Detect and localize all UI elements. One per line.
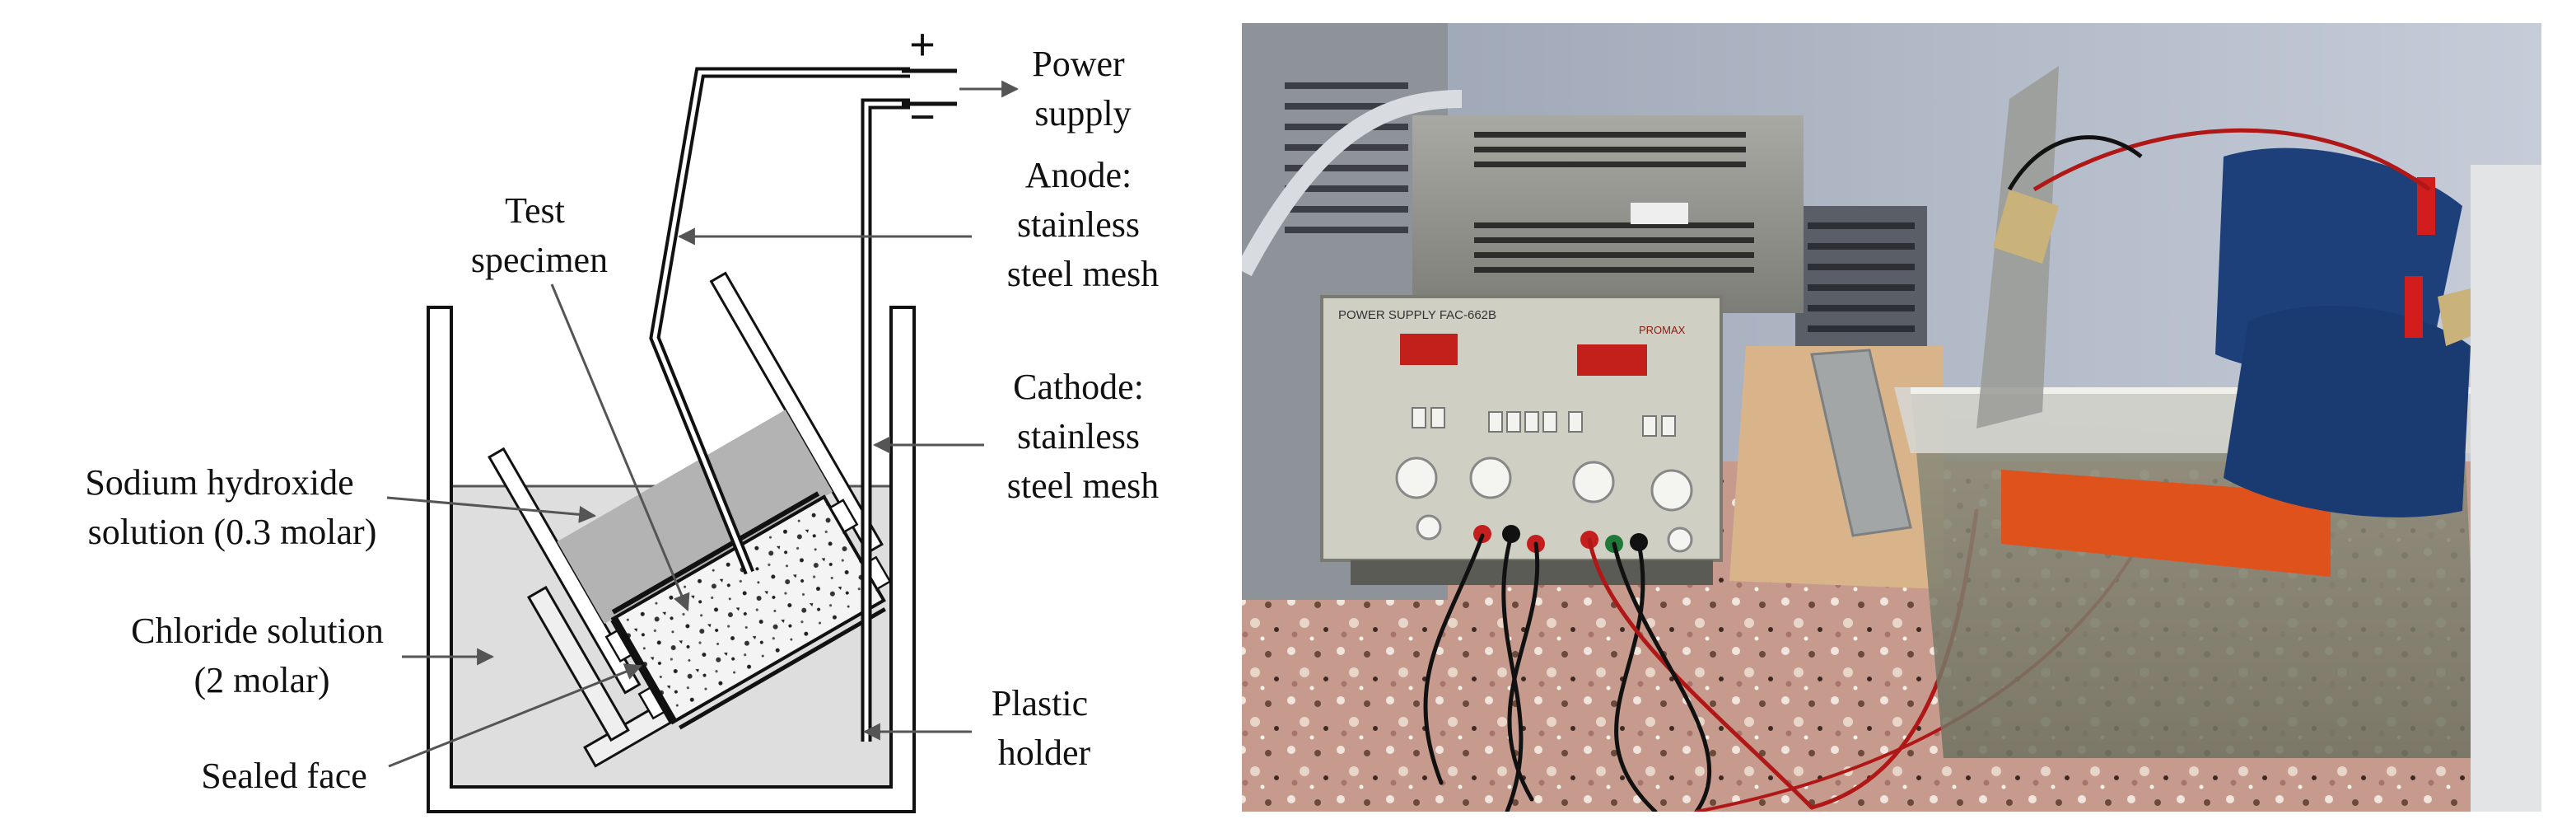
stone-block	[1810, 349, 1912, 537]
plus-sign: +	[909, 20, 936, 69]
test-specimen-pointer	[550, 283, 690, 611]
label-plastic-holder-line2: holder	[998, 733, 1091, 773]
label-power-supply-line1: Power	[1032, 44, 1125, 84]
cathode-mesh	[679, 607, 886, 730]
label-test-specimen: Test specimen	[471, 190, 608, 280]
label-plastic-holder-line1: Plastic	[992, 683, 1088, 723]
label-anode-line1: Anode:	[1025, 155, 1132, 195]
sealed-face	[610, 616, 678, 724]
anode-mesh	[611, 491, 820, 615]
photo-panel: POWER SUPPLY FAC-662B PROMAX	[1242, 23, 2541, 812]
label-chloride-line1: Chloride solution	[131, 611, 384, 651]
knob-3	[1572, 461, 1615, 503]
power-supply-unit: POWER SUPPLY FAC-662B PROMAX	[1320, 115, 1804, 585]
knob-1	[1395, 456, 1438, 499]
plastic-tub	[1894, 66, 2508, 758]
label-anode-line3: steel mesh	[1007, 254, 1160, 294]
display-left	[1400, 334, 1458, 365]
label-power-supply-line2: supply	[1034, 93, 1131, 133]
label-test-specimen-line2: specimen	[471, 240, 608, 280]
label-sealed-face: Sealed face	[201, 756, 367, 796]
label-cathode-line3: steel mesh	[1007, 466, 1160, 506]
knob-2	[1469, 456, 1512, 499]
label-cathode: Cathode: stainless steel mesh	[1007, 367, 1160, 506]
schematic-diagram: + − Power supply Anode: stainless steel …	[85, 20, 1160, 813]
power-source-symbol: + −	[902, 20, 1020, 142]
label-anode: Anode: stainless steel mesh	[1007, 155, 1160, 294]
power-supply-model-text: POWER SUPPLY FAC-662B	[1338, 308, 1496, 322]
label-chloride: Chloride solution (2 molar)	[131, 611, 393, 700]
label-naoh-line2: solution (0.3 molar)	[88, 512, 377, 552]
label-chloride-line2: (2 molar)	[194, 660, 330, 700]
right-cabinet	[2471, 165, 2541, 812]
wall-vent	[1795, 206, 1927, 346]
label-test-specimen-line1: Test	[505, 190, 565, 231]
naoh-solution	[557, 410, 833, 625]
label-sealed-face-line1: Sealed face	[201, 756, 367, 796]
sealed-face-pointer	[388, 663, 642, 768]
minus-sign: −	[909, 92, 936, 142]
label-anode-line2: stainless	[1017, 204, 1140, 245]
label-plastic-holder: Plastic holder	[992, 683, 1097, 773]
naoh-pointer	[386, 496, 597, 523]
label-naoh: Sodium hydroxide solution (0.3 molar)	[85, 462, 376, 552]
label-cathode-line2: stainless	[1017, 416, 1140, 456]
label-power-supply: Power supply	[1032, 44, 1133, 133]
label-naoh-line1: Sodium hydroxide	[85, 462, 353, 503]
label-cathode-line1: Cathode:	[1013, 367, 1144, 407]
power-supply-maker-text: PROMAX	[1639, 324, 1686, 336]
knob-4	[1650, 469, 1693, 512]
display-right	[1577, 344, 1647, 376]
